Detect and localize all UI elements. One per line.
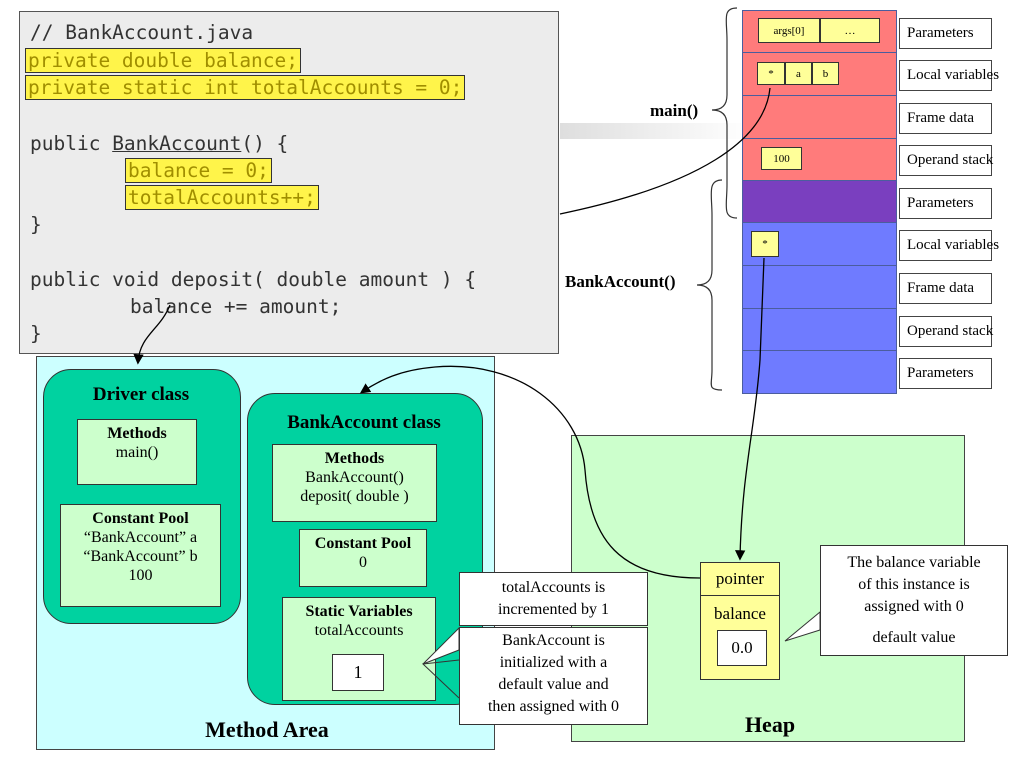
code-close-brace: } — [30, 213, 42, 236]
stack-cell-ctor-parameters — [742, 180, 897, 224]
instance-pointer-label: pointer — [700, 562, 780, 596]
code-deposit-body: balance += amount; — [130, 295, 342, 318]
code-balance-assign: balance = 0; — [125, 158, 272, 183]
heap-title: Heap — [744, 712, 796, 737]
total-accounts-value: 1 — [332, 654, 384, 691]
driver-methods-box: Methods main() — [77, 419, 197, 485]
code-constructor-signature: public BankAccount() { — [30, 132, 289, 155]
code-total-increment: totalAccounts++; — [125, 185, 319, 210]
bank-static-vars-box: Static Variables totalAccounts — [282, 597, 436, 701]
arrow-code-to-driver — [133, 304, 171, 365]
instance-balance-label: balance — [714, 604, 766, 623]
code-panel: // BankAccount.java private double balan… — [19, 11, 559, 354]
bank-method: deposit( double ) — [300, 488, 409, 505]
instance-balance-value: 0.0 — [717, 630, 767, 666]
static-var-name: totalAccounts — [314, 622, 404, 639]
stack-label: Local variables — [899, 230, 999, 261]
main-param-args0: args[0] — [758, 18, 820, 43]
stack-cell-ctor-frame-data — [742, 265, 897, 310]
stack-label: Local variables — [899, 60, 999, 91]
stack-cell-next-parameters — [742, 350, 897, 394]
decorative-ribbon — [560, 123, 750, 139]
main-frame-label: main() — [650, 101, 699, 120]
brace-main — [711, 7, 738, 219]
main-local-pointer: * — [757, 62, 785, 85]
callout-total: totalAccounts is incremented by 1 — [459, 572, 648, 626]
callout-total-behind: BankAccount is initialized with a defaul… — [459, 627, 648, 725]
bankaccount-class-title: BankAccount class — [287, 412, 441, 433]
stack-label: Parameters — [899, 358, 992, 389]
pool-entry: “BankAccount” a — [83, 529, 198, 546]
stack-label: Operand stack — [899, 316, 993, 347]
callout-tail-total-behind — [421, 659, 460, 699]
arrow-ctor-to-heap — [734, 257, 765, 561]
code-comment: // BankAccount.java — [30, 21, 254, 44]
stack-label: Parameters — [899, 18, 992, 49]
pool-entry: “BankAccount” b — [83, 548, 198, 565]
main-operand-value: 100 — [761, 147, 802, 170]
stack-label: Frame data — [899, 273, 992, 304]
bank-constant-pool-box: Constant Pool 0 — [299, 529, 427, 587]
main-local-b: b — [812, 62, 839, 85]
stack-cell-ctor-operand — [742, 308, 897, 352]
callout-balance: The balance variable of this instance is… — [820, 545, 1008, 631]
bank-methods-box: Methods BankAccount() deposit( double ) — [272, 444, 437, 522]
code-balance-declaration: private double balance; — [24, 48, 302, 73]
stack-cell-main-frame-data — [742, 95, 897, 140]
stack-label: Operand stack — [899, 145, 993, 176]
driver-constant-pool-box: Constant Pool “BankAccount” a “BankAccou… — [60, 504, 221, 607]
method-area-title: Method Area — [205, 717, 329, 742]
bank-method: BankAccount() — [305, 469, 404, 486]
pool-entry: 0 — [359, 554, 367, 571]
ctor-frame-label: BankAccount() — [565, 272, 676, 291]
driver-method-main: main() — [115, 444, 159, 461]
pool-entry: 100 — [128, 567, 153, 584]
main-local-a: a — [785, 62, 812, 85]
stack-label: Parameters — [899, 188, 992, 219]
arrow-main-to-code — [559, 87, 771, 215]
driver-class-title: Driver class — [92, 384, 190, 405]
brace-ctor — [696, 179, 723, 391]
callout-tail-balance — [784, 610, 821, 642]
code-total-declaration: private static int totalAccounts = 0; — [24, 75, 466, 100]
ctor-local-pointer: * — [751, 231, 779, 257]
stack-label: Frame data — [899, 103, 992, 134]
arrow-heap-to-class — [359, 365, 701, 579]
main-param-more: … — [820, 18, 880, 43]
code-deposit-signature: public void deposit( double amount ) { — [30, 268, 477, 291]
code-close-brace: } — [30, 322, 42, 345]
callout-tail-total — [422, 626, 460, 665]
